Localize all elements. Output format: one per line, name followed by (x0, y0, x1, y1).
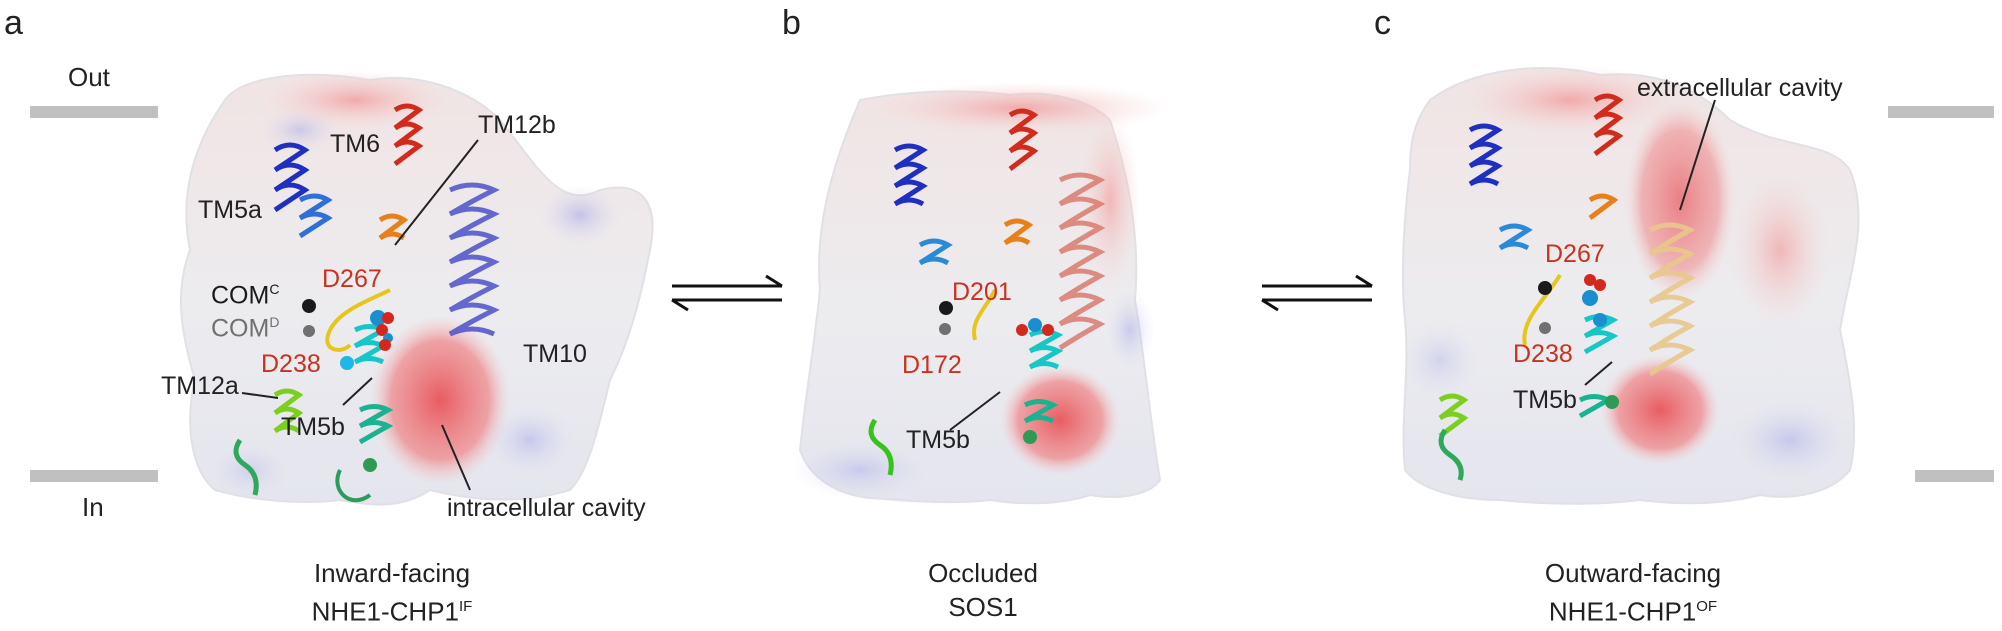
helix-lightblue-b (918, 238, 953, 266)
loop-green-a (335, 469, 372, 503)
panel-a (30, 70, 654, 506)
helix-salmon-b (1058, 172, 1106, 351)
helix-lime-c (1438, 393, 1469, 439)
cavity-label-a: intracellular cavity (447, 494, 646, 522)
tm12b-label-a: TM12b (478, 111, 556, 139)
com-d-marker-c (1539, 322, 1551, 334)
tm12a-label-a: TM12a (161, 372, 239, 400)
helix-tm12a-a (273, 388, 304, 434)
residue-label-2-c: D238 (1513, 340, 1573, 368)
helix-tm5a-a (298, 193, 333, 239)
com-c-marker-b (939, 301, 953, 315)
tm6-label-a: TM6 (330, 130, 380, 158)
equilibrium-arrows-icon (1261, 274, 1373, 312)
out-label: Out (68, 62, 110, 92)
helix-orange-c (1588, 193, 1619, 221)
helix-cyan-b (1028, 329, 1064, 370)
linker-yellow-a (325, 288, 391, 352)
leader-tm12a-a (241, 392, 279, 399)
caption-b-line1: Occluded (928, 558, 1038, 588)
helix-blue-c (1468, 123, 1503, 187)
in-label: In (82, 492, 104, 522)
helix-tm12b-a (393, 103, 424, 166)
intracellular-cavity-surface (370, 315, 510, 485)
cavity-label-c: extracellular cavity (1637, 74, 1843, 102)
helix-green-c (1438, 428, 1464, 481)
com-c-marker-a (302, 299, 316, 313)
helix-wheat-c (1648, 222, 1696, 377)
residue-label-1-a: D267 (322, 265, 382, 293)
equilibrium-arrows-icon (671, 274, 783, 312)
ca-sphere-green-a (363, 458, 377, 472)
panel-c (1400, 65, 1994, 505)
helix-green-b (868, 418, 894, 476)
leader-tm5b-a (342, 377, 373, 406)
tm10-label-a: TM10 (523, 340, 587, 368)
residue-sticks-c (1582, 274, 1607, 327)
caption-a-line1: Inward-facing (313, 558, 471, 588)
helix-tm6-a (273, 142, 310, 213)
helix-tm5b-lower-a (358, 404, 394, 445)
leader-tm12b-a (394, 139, 479, 246)
membrane-out-bar (30, 106, 158, 118)
caption-a: Inward-facing NHE1-CHP1IF (212, 556, 572, 629)
com-d-label: COMD (211, 314, 280, 343)
com-c-label: COMC (211, 281, 280, 310)
caption-c: Outward-facing NHE1-CHP1OF (1453, 556, 1813, 629)
ca-sphere-d238-a (340, 356, 354, 370)
membrane-in-bar (30, 470, 158, 482)
linker-yellow-b (972, 289, 997, 341)
helix-tm12b-orange-a (378, 213, 409, 241)
extracellular-cavity-surface (1625, 100, 1735, 300)
leader-cavity-a (441, 424, 471, 491)
com-d-marker-a (303, 325, 315, 337)
panel-letter-c: c (1374, 4, 1391, 42)
helix-green-a (233, 438, 259, 496)
helix-lightblue-c (1498, 223, 1533, 251)
membrane-out-bar-c (1888, 106, 1994, 118)
membrane-in-bar-c (1915, 470, 1994, 482)
helix-blue-b (893, 143, 928, 207)
leader-cavity-c (1679, 99, 1716, 211)
panel-letter-b: b (782, 4, 801, 42)
protein-surface-c (1401, 67, 1860, 505)
linker-yellow-c (1522, 273, 1562, 346)
ca-sphere-green-b (1023, 430, 1037, 444)
panel-letter-a: a (4, 4, 23, 42)
caption-b: Occluded SOS1 (803, 556, 1163, 624)
helix-red-b (1008, 108, 1039, 171)
leader-tm5b-c (1584, 361, 1613, 386)
helix-teal-b (1023, 399, 1059, 424)
caption-b-line2: SOS1 (948, 592, 1018, 622)
tm5b-label-b: TM5b (906, 426, 970, 454)
com-d-marker-b (939, 323, 951, 335)
residue-label-1-b: D201 (952, 278, 1012, 306)
tm5a-label-a: TM5a (198, 196, 262, 224)
caption-c-line2: NHE1-CHP1OF (1548, 596, 1718, 627)
caption-c-line1: Outward-facing (1544, 558, 1722, 588)
ca-sphere-green-c (1605, 395, 1619, 409)
residue-label-2-b: D172 (902, 351, 962, 379)
residue-label-1-c: D267 (1545, 240, 1605, 268)
helix-orange-b (1003, 218, 1034, 246)
com-c-marker-c (1538, 281, 1552, 295)
panel-b (790, 82, 1170, 505)
helix-red-c (1593, 93, 1624, 157)
residue-label-2-a: D238 (261, 350, 321, 378)
residue-sticks-b (1016, 318, 1054, 336)
caption-a-line2: NHE1-CHP1IF (311, 596, 473, 627)
tm5b-label-a: TM5b (281, 413, 345, 441)
leader-tm5b-b (949, 391, 1001, 431)
tm5b-label-c: TM5b (1513, 386, 1577, 414)
helix-tm10-a (448, 182, 500, 337)
residue-sticks-a (370, 310, 394, 351)
